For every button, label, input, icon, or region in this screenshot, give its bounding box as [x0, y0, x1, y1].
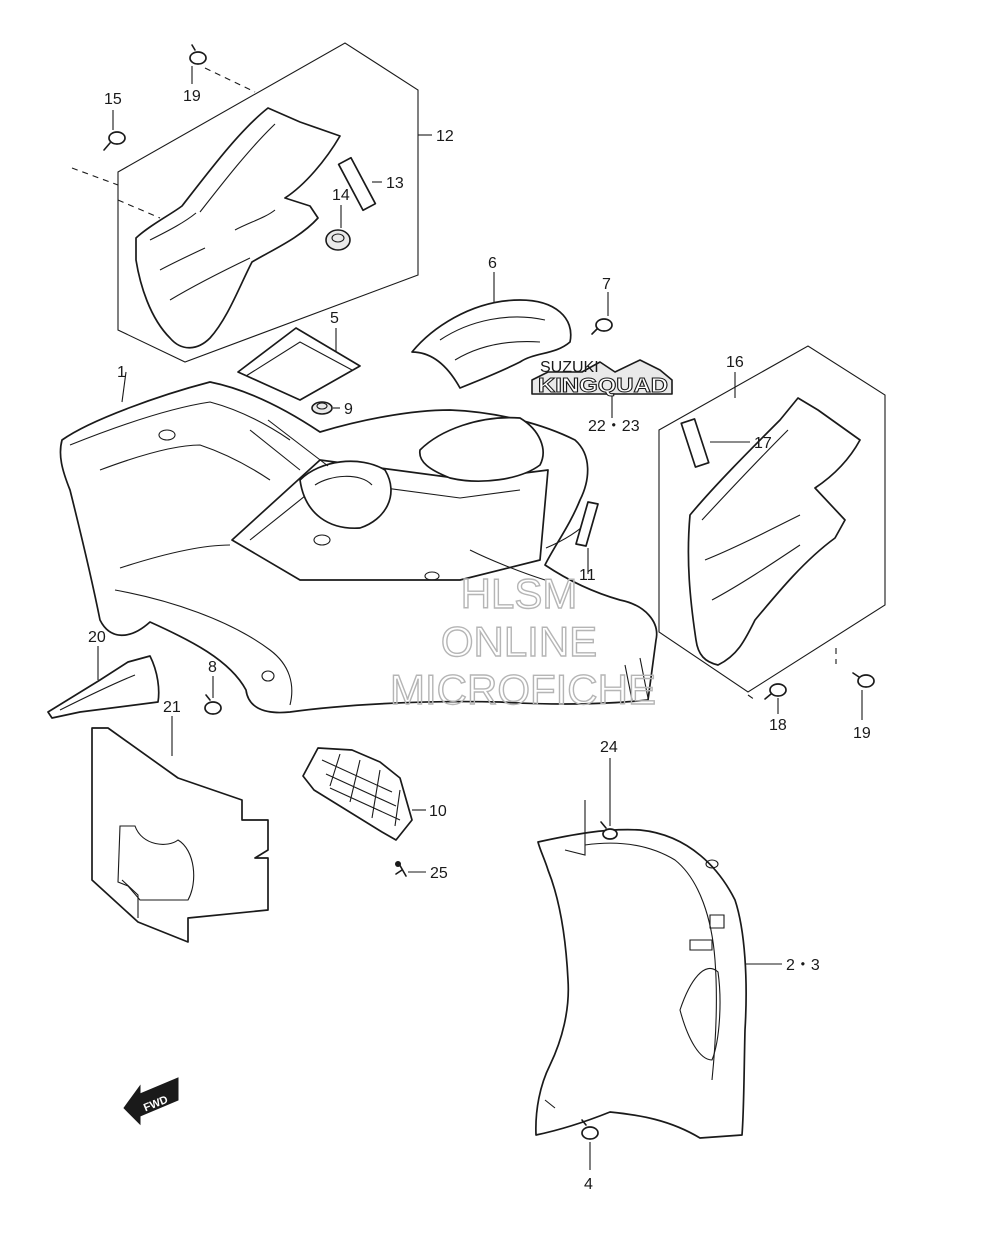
watermark: HLSM ONLINE MICROFICHE [389, 569, 656, 713]
part-21-plate [91, 727, 269, 943]
part-15-screw [103, 131, 126, 151]
part-13-pad [337, 156, 377, 212]
part-20-bracket [47, 655, 160, 719]
assembly-12-group [71, 42, 432, 363]
part-14-grommet [325, 229, 351, 251]
part-7-screw [591, 318, 613, 335]
callout-labels: 1 2・3 4 5 6 7 8 9 10 11 12 13 14 15 16 1… [88, 88, 871, 1193]
label-part-12: 12 [436, 128, 454, 145]
label-part-16: 16 [726, 354, 744, 371]
label-part-1: 1 [117, 364, 126, 381]
part-1-front-fender [59, 381, 658, 714]
part-17-pad [680, 418, 710, 468]
label-part-21: 21 [163, 699, 181, 716]
label-part-4: 4 [584, 1176, 593, 1193]
label-part-10: 10 [429, 803, 447, 820]
kingquad-decal: SUZUKI KINGQUAD [531, 359, 673, 398]
label-part-13: 13 [386, 175, 404, 192]
label-part-6: 6 [488, 255, 497, 272]
part-2-3-inner-fender [535, 800, 747, 1139]
label-part-11: 11 [579, 567, 596, 584]
label-part-2-3: 2・3 [786, 957, 820, 974]
label-part-14: 14 [332, 187, 350, 204]
label-part-25: 25 [430, 865, 448, 882]
fwd-arrow-icon: FWD [123, 1077, 179, 1126]
assembly-12-box [117, 42, 419, 363]
label-part-9: 9 [344, 401, 353, 418]
watermark-line1: HLSM [461, 570, 578, 617]
part-6-panel [411, 299, 572, 389]
part-18-screw [764, 683, 787, 700]
assembly-16-group [658, 345, 886, 701]
part-4-screw [581, 1119, 599, 1140]
part-24-screw [600, 821, 618, 840]
label-part-15: 15 [104, 91, 122, 108]
part-8-screw [204, 694, 222, 715]
part-19-screw-top [189, 44, 207, 65]
label-part-5: 5 [330, 310, 339, 327]
part-16-panel [687, 397, 861, 666]
label-part-24: 24 [600, 739, 618, 756]
part-25-screw [395, 861, 407, 877]
label-part-17: 17 [754, 435, 772, 452]
label-part-22-23: 22・23 [588, 418, 640, 435]
label-part-20: 20 [88, 629, 106, 646]
label-part-18: 18 [769, 717, 787, 734]
assembly-16-box [658, 345, 886, 693]
label-part-19-right: 19 [853, 725, 871, 742]
watermark-line2: ONLINE [441, 618, 597, 665]
label-part-19-top: 19 [183, 88, 201, 105]
label-part-8: 8 [208, 659, 217, 676]
part-9-grommet [311, 401, 333, 415]
watermark-line3: MICROFICHE [390, 666, 656, 713]
part-5-cover [237, 327, 361, 401]
part-10-grille [302, 747, 413, 841]
decal-model-text: KINGQUAD [538, 375, 668, 397]
label-part-7: 7 [602, 276, 611, 293]
part-11-pad [575, 501, 599, 547]
part-19-screw-right [852, 672, 875, 688]
decal-brand-text: SUZUKI [540, 359, 599, 376]
